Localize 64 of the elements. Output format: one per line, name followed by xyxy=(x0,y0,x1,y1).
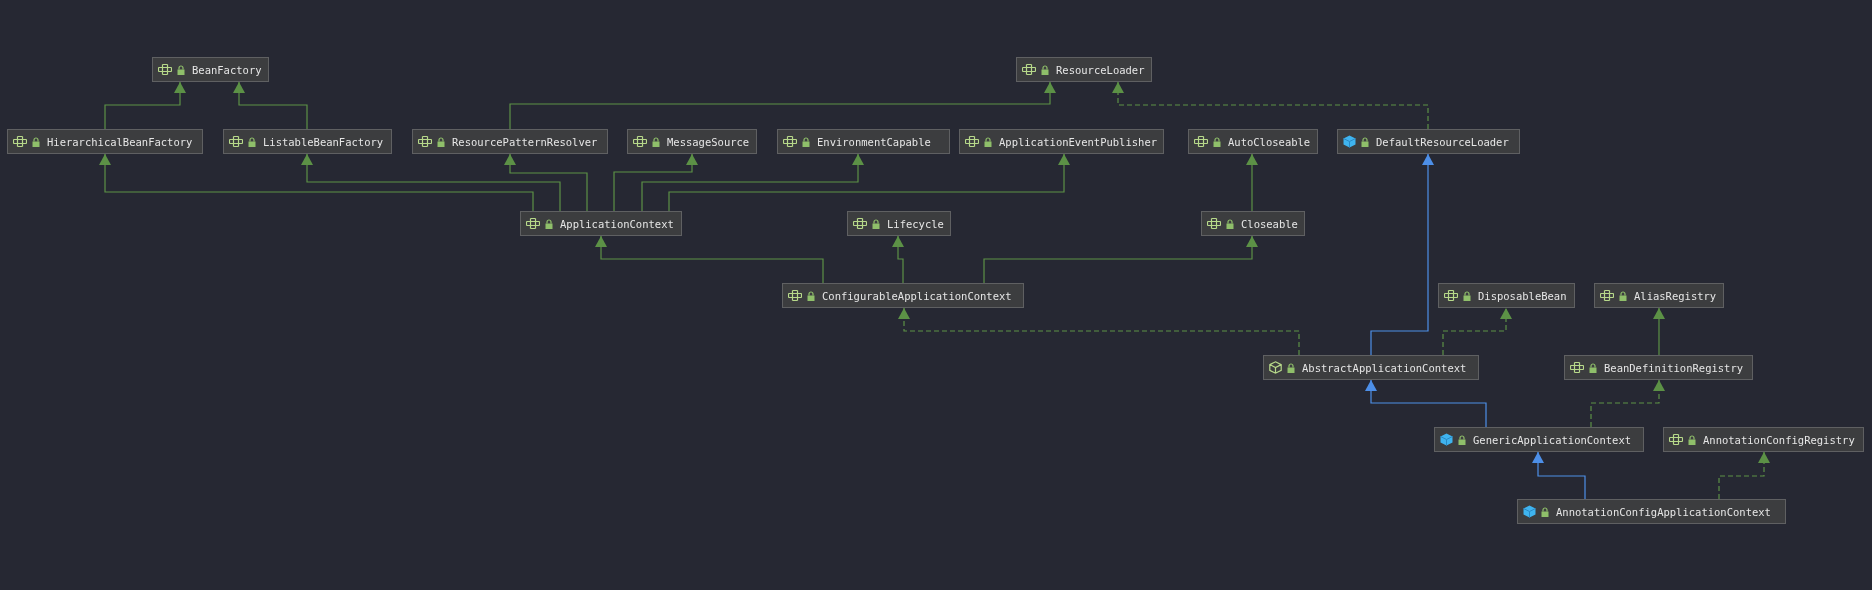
inheritance-arrow xyxy=(595,235,824,284)
inheritance-arrow xyxy=(613,153,698,212)
class-box xyxy=(1434,427,1644,452)
class-name: DefaultResourceLoader xyxy=(1376,135,1509,148)
class-box xyxy=(1337,129,1520,154)
class-name: ResourceLoader xyxy=(1056,63,1145,76)
class-name: EnvironmentCapable xyxy=(817,135,931,148)
class-name: ApplicationContext xyxy=(560,217,674,230)
inheritance-arrow xyxy=(1532,451,1586,500)
inheritance-arrow xyxy=(1365,379,1487,428)
class-box xyxy=(1517,499,1786,524)
inheritance-arrow xyxy=(104,81,186,130)
class-name: GenericApplicationContext xyxy=(1473,433,1632,446)
inheritance-arrow xyxy=(1718,451,1770,500)
class-box xyxy=(782,283,1024,308)
class-name: ConfigurableApplicationContext xyxy=(822,289,1012,302)
class-box xyxy=(520,211,682,236)
class-box xyxy=(959,129,1165,154)
inheritance-arrow xyxy=(233,81,308,130)
class-name: Closeable xyxy=(1241,217,1298,230)
class-box xyxy=(1016,57,1152,82)
inheritance-arrow xyxy=(668,153,1070,212)
class-name: AbstractApplicationContext xyxy=(1302,361,1467,374)
class-name: ApplicationEventPublisher xyxy=(999,135,1158,148)
class-box xyxy=(1201,211,1305,236)
inheritance-arrow xyxy=(1112,81,1429,130)
class-name: Lifecycle xyxy=(887,217,944,230)
class-name: BeanDefinitionRegistry xyxy=(1604,361,1744,374)
class-name: BeanFactory xyxy=(192,63,262,76)
inheritance-arrow xyxy=(983,235,1258,284)
inheritance-arrow xyxy=(504,153,588,212)
class-box xyxy=(1188,129,1318,154)
class-box xyxy=(412,129,608,154)
class-box xyxy=(1594,283,1724,308)
class-box xyxy=(777,129,950,154)
class-box xyxy=(152,57,269,82)
inheritance-arrow xyxy=(301,153,561,212)
inheritance-arrow xyxy=(1442,307,1512,356)
class-name: AnnotationConfigRegistry xyxy=(1703,433,1855,446)
class-name: ResourcePatternResolver xyxy=(452,135,598,148)
class-name: HierarchicalBeanFactory xyxy=(47,135,193,148)
class-box xyxy=(223,129,392,154)
inheritance-arrow xyxy=(641,153,864,212)
inheritance-arrow xyxy=(892,235,904,284)
class-name: AliasRegistry xyxy=(1634,289,1717,302)
class-box xyxy=(847,211,951,236)
class-box xyxy=(7,129,203,154)
inheritance-arrow xyxy=(1590,379,1665,428)
class-name: AnnotationConfigApplicationContext xyxy=(1556,505,1771,518)
class-box xyxy=(627,129,757,154)
inheritance-arrow xyxy=(1653,307,1665,356)
inheritance-arrow xyxy=(509,81,1056,130)
class-name: MessageSource xyxy=(667,135,750,148)
class-box xyxy=(1263,355,1479,380)
class-box xyxy=(1663,427,1864,452)
class-name: AutoCloseable xyxy=(1228,135,1311,148)
inheritance-arrow xyxy=(99,153,534,212)
class-name: ListableBeanFactory xyxy=(263,135,384,148)
class-box xyxy=(1438,283,1575,308)
class-name: DisposableBean xyxy=(1478,289,1567,302)
inheritance-arrow xyxy=(1246,153,1258,212)
inheritance-arrow xyxy=(898,307,1300,356)
inheritance-arrow xyxy=(1370,153,1434,356)
class-box xyxy=(1564,355,1753,380)
